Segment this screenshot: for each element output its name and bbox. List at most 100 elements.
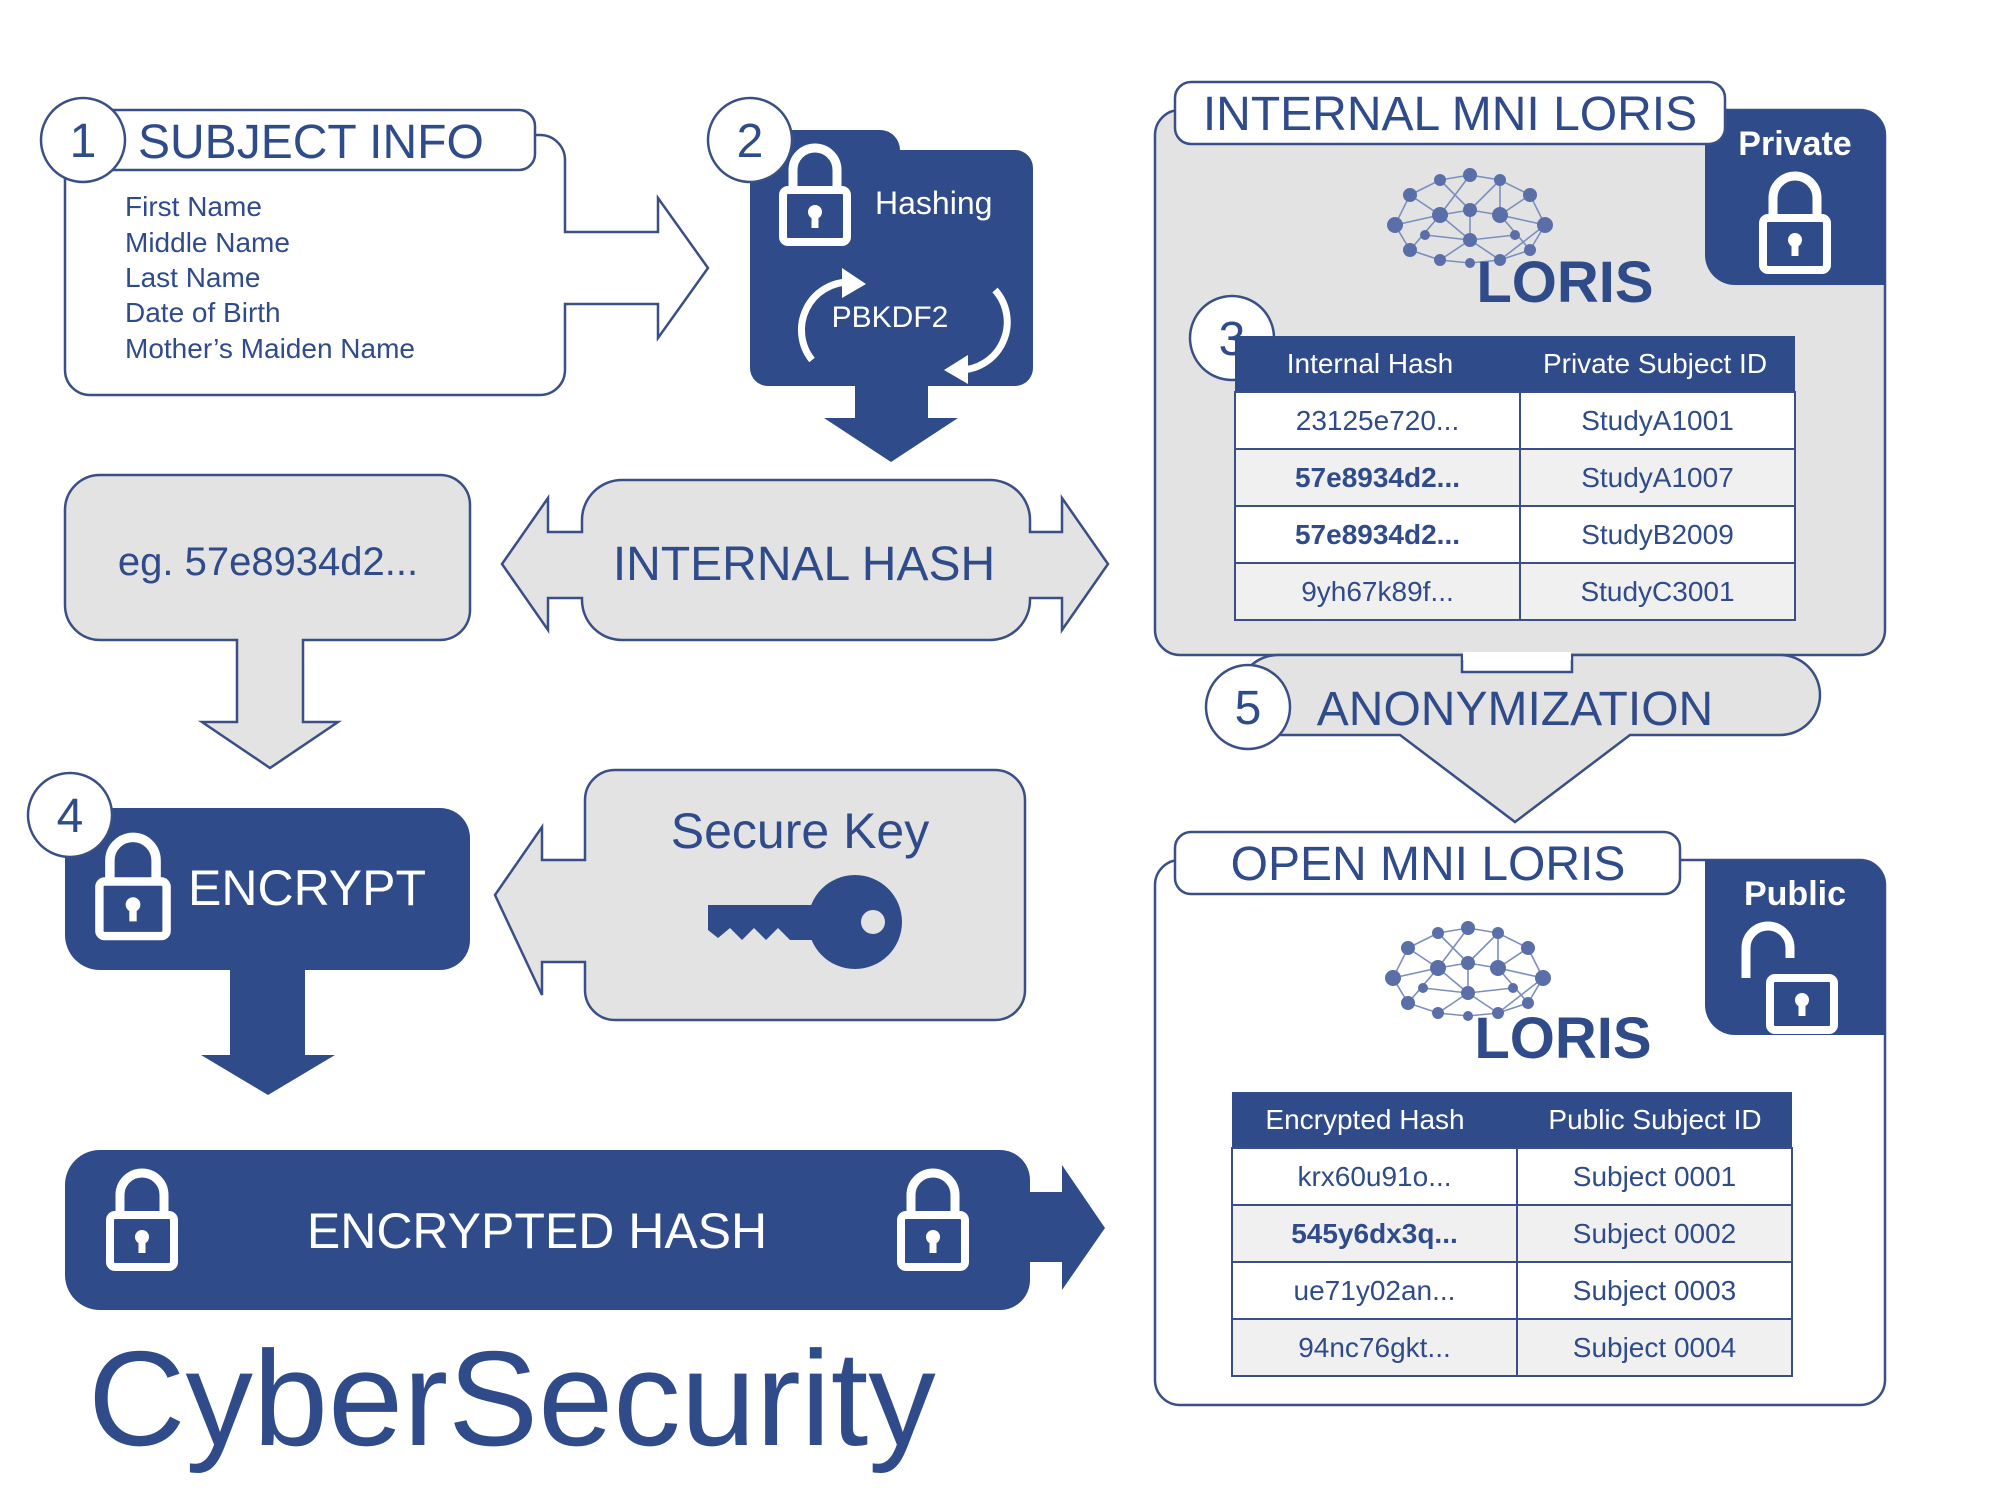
internal-table-body: 23125e720... StudyA1001 57e8934d2... StudyA… — [1234, 391, 1796, 621]
internal-hash-double-arrow — [500, 478, 1110, 642]
open-table-row: ue71y02an... Subject 0003 — [1231, 1261, 1793, 1320]
internal-row-bg — [1234, 391, 1796, 450]
open-cell-id: Subject 0001 — [1573, 1161, 1736, 1192]
internal-table-row: 23125e720... StudyA1001 — [1234, 391, 1796, 450]
open-cell-hash: 545y6dx3q... — [1291, 1218, 1458, 1249]
internal-table-header — [1235, 336, 1795, 392]
internal-hash-panel: INTERNAL HASH — [500, 478, 1110, 642]
encrypt-box — [65, 808, 470, 1095]
internal-cell-id: StudyA1001 — [1581, 405, 1734, 436]
internal-table-header-hash: Internal Hash — [1287, 348, 1454, 379]
anonymization-arrow — [1236, 653, 1822, 824]
internal-loris-logo-text: LORIS — [1476, 250, 1653, 315]
example-hash-panel: eg. 57e8934d2... — [63, 473, 472, 770]
pbkdf2-label: PBKDF2 — [832, 301, 949, 334]
anonymization-panel: 5 ANONYMIZATION — [1204, 652, 1822, 824]
open-table-header-hash: Encrypted Hash — [1265, 1104, 1464, 1135]
field-date-of-birth: Date of Birth — [125, 297, 281, 328]
internal-loris-title: INTERNAL MNI LORIS — [1203, 88, 1697, 141]
open-loris-title-pill — [1173, 830, 1682, 896]
internal-table-row: 57e8934d2... StudyB2009 — [1234, 505, 1796, 564]
open-table-header-id: Public Subject ID — [1548, 1104, 1761, 1135]
open-row-bg — [1231, 1204, 1793, 1263]
encrypt-panel: 4 ENCRYPT — [26, 771, 470, 1095]
open-table-row: krx60u91o... Subject 0001 — [1231, 1147, 1793, 1206]
internal-row-bg — [1234, 505, 1796, 564]
step-4-badge — [26, 771, 114, 859]
open-cell-hash: krx60u91o... — [1297, 1161, 1451, 1192]
internal-cell-id: StudyC3001 — [1580, 576, 1734, 607]
open-cell-id: Subject 0002 — [1573, 1218, 1736, 1249]
encrypted-hash-bar — [65, 1150, 1105, 1310]
cycle-arrowhead-left — [842, 268, 866, 298]
internal-hash-table: Internal Hash Private Subject ID 23125e7… — [1234, 336, 1796, 621]
internal-loris-title-pill — [1173, 80, 1727, 146]
encrypted-hash-panel: ENCRYPTED HASH — [65, 1150, 1105, 1310]
public-badge — [1705, 860, 1885, 1035]
internal-hash-label: INTERNAL HASH — [613, 538, 995, 591]
internal-cell-id: StudyB2009 — [1581, 519, 1734, 550]
encrypted-hash-label: ENCRYPTED HASH — [307, 1203, 767, 1259]
open-cell-id: Subject 0004 — [1573, 1332, 1736, 1363]
internal-cell-hash: 57e8934d2... — [1295, 462, 1460, 493]
step-1-number: 1 — [70, 115, 97, 168]
open-table-header — [1232, 1092, 1792, 1148]
open-loris-brain-logo-icon — [1385, 921, 1551, 1021]
open-table-row: 94nc76gkt... Subject 0004 — [1231, 1318, 1793, 1377]
subject-info-panel: 1 SUBJECT INFO First Name Middle Name La… — [39, 96, 710, 397]
internal-table-row: 9yh67k89f... StudyC3001 — [1234, 562, 1796, 621]
encrypted-hash-table: Encrypted Hash Public Subject ID krx60u9… — [1231, 1092, 1793, 1377]
open-cell-id: Subject 0003 — [1573, 1275, 1736, 1306]
open-loris-logo-text: LORIS — [1474, 1006, 1651, 1071]
internal-table-header-id: Private Subject ID — [1543, 348, 1767, 379]
field-last-name: Last Name — [125, 262, 260, 293]
internal-table-row: 57e8934d2... StudyA1007 — [1234, 448, 1796, 507]
open-loris-panel: Public OPEN MNI LORIS LORIS Encrypted Ha… — [1153, 830, 1887, 1407]
private-badge — [1705, 110, 1885, 285]
internal-cell-id: StudyA1007 — [1581, 462, 1734, 493]
encrypt-label: ENCRYPT — [188, 860, 426, 916]
open-row-bg — [1231, 1147, 1793, 1206]
private-label: Private — [1738, 125, 1851, 163]
secure-key-box — [493, 768, 1027, 1022]
key-icon — [708, 875, 902, 969]
hashing-label: Hashing — [875, 185, 992, 221]
step-4-number: 4 — [57, 790, 84, 843]
cycle-arrowhead-right — [944, 355, 968, 384]
internal-loris-panel: Private INTERNAL MNI LORIS LORIS 3 — [1153, 80, 1887, 657]
example-hash-text: eg. 57e8934d2... — [118, 540, 418, 584]
anonymization-cover — [1463, 652, 1571, 660]
internal-cell-hash: 57e8934d2... — [1295, 519, 1460, 550]
open-cell-hash: 94nc76gkt... — [1298, 1332, 1451, 1363]
open-row-bg — [1231, 1261, 1793, 1320]
subject-info-title: SUBJECT INFO — [138, 116, 484, 169]
secure-key-panel: Secure Key — [493, 768, 1027, 1022]
step-2-badge — [706, 96, 794, 184]
cycle-arrows-icon — [798, 278, 1011, 374]
internal-cell-hash: 9yh67k89f... — [1301, 576, 1454, 607]
internal-cell-hash: 23125e720... — [1296, 405, 1460, 436]
cybersecurity-title: CyberSecurity — [88, 1323, 936, 1474]
open-row-bg — [1231, 1318, 1793, 1377]
field-middle-name: Middle Name — [125, 227, 290, 258]
step-5-badge — [1204, 663, 1292, 751]
step-2-number: 2 — [737, 115, 764, 168]
subject-info-fields: First Name Middle Name Last Name Date of… — [125, 191, 415, 364]
public-label: Public — [1744, 875, 1846, 913]
step-5-number: 5 — [1235, 682, 1262, 735]
step-1-badge — [39, 96, 127, 184]
internal-row-bg — [1234, 562, 1796, 621]
open-table-row: 545y6dx3q... Subject 0002 — [1231, 1204, 1793, 1263]
anonymization-label: ANONYMIZATION — [1317, 683, 1713, 736]
secure-key-label: Secure Key — [671, 803, 929, 859]
field-mothers-maiden-name: Mother’s Maiden Name — [125, 333, 415, 364]
example-hash-box — [63, 473, 472, 770]
hashing-down-arrow — [824, 386, 958, 462]
loris-brain-logo-icon — [1387, 168, 1553, 268]
open-loris-title: OPEN MNI LORIS — [1231, 838, 1626, 891]
open-table-body: krx60u91o... Subject 0001 545y6dx3q... Subj… — [1231, 1147, 1793, 1377]
open-cell-hash: ue71y02an... — [1294, 1275, 1456, 1306]
hashing-panel: 2 Hashing PBKDF2 — [706, 96, 1033, 462]
field-first-name: First Name — [125, 191, 262, 222]
